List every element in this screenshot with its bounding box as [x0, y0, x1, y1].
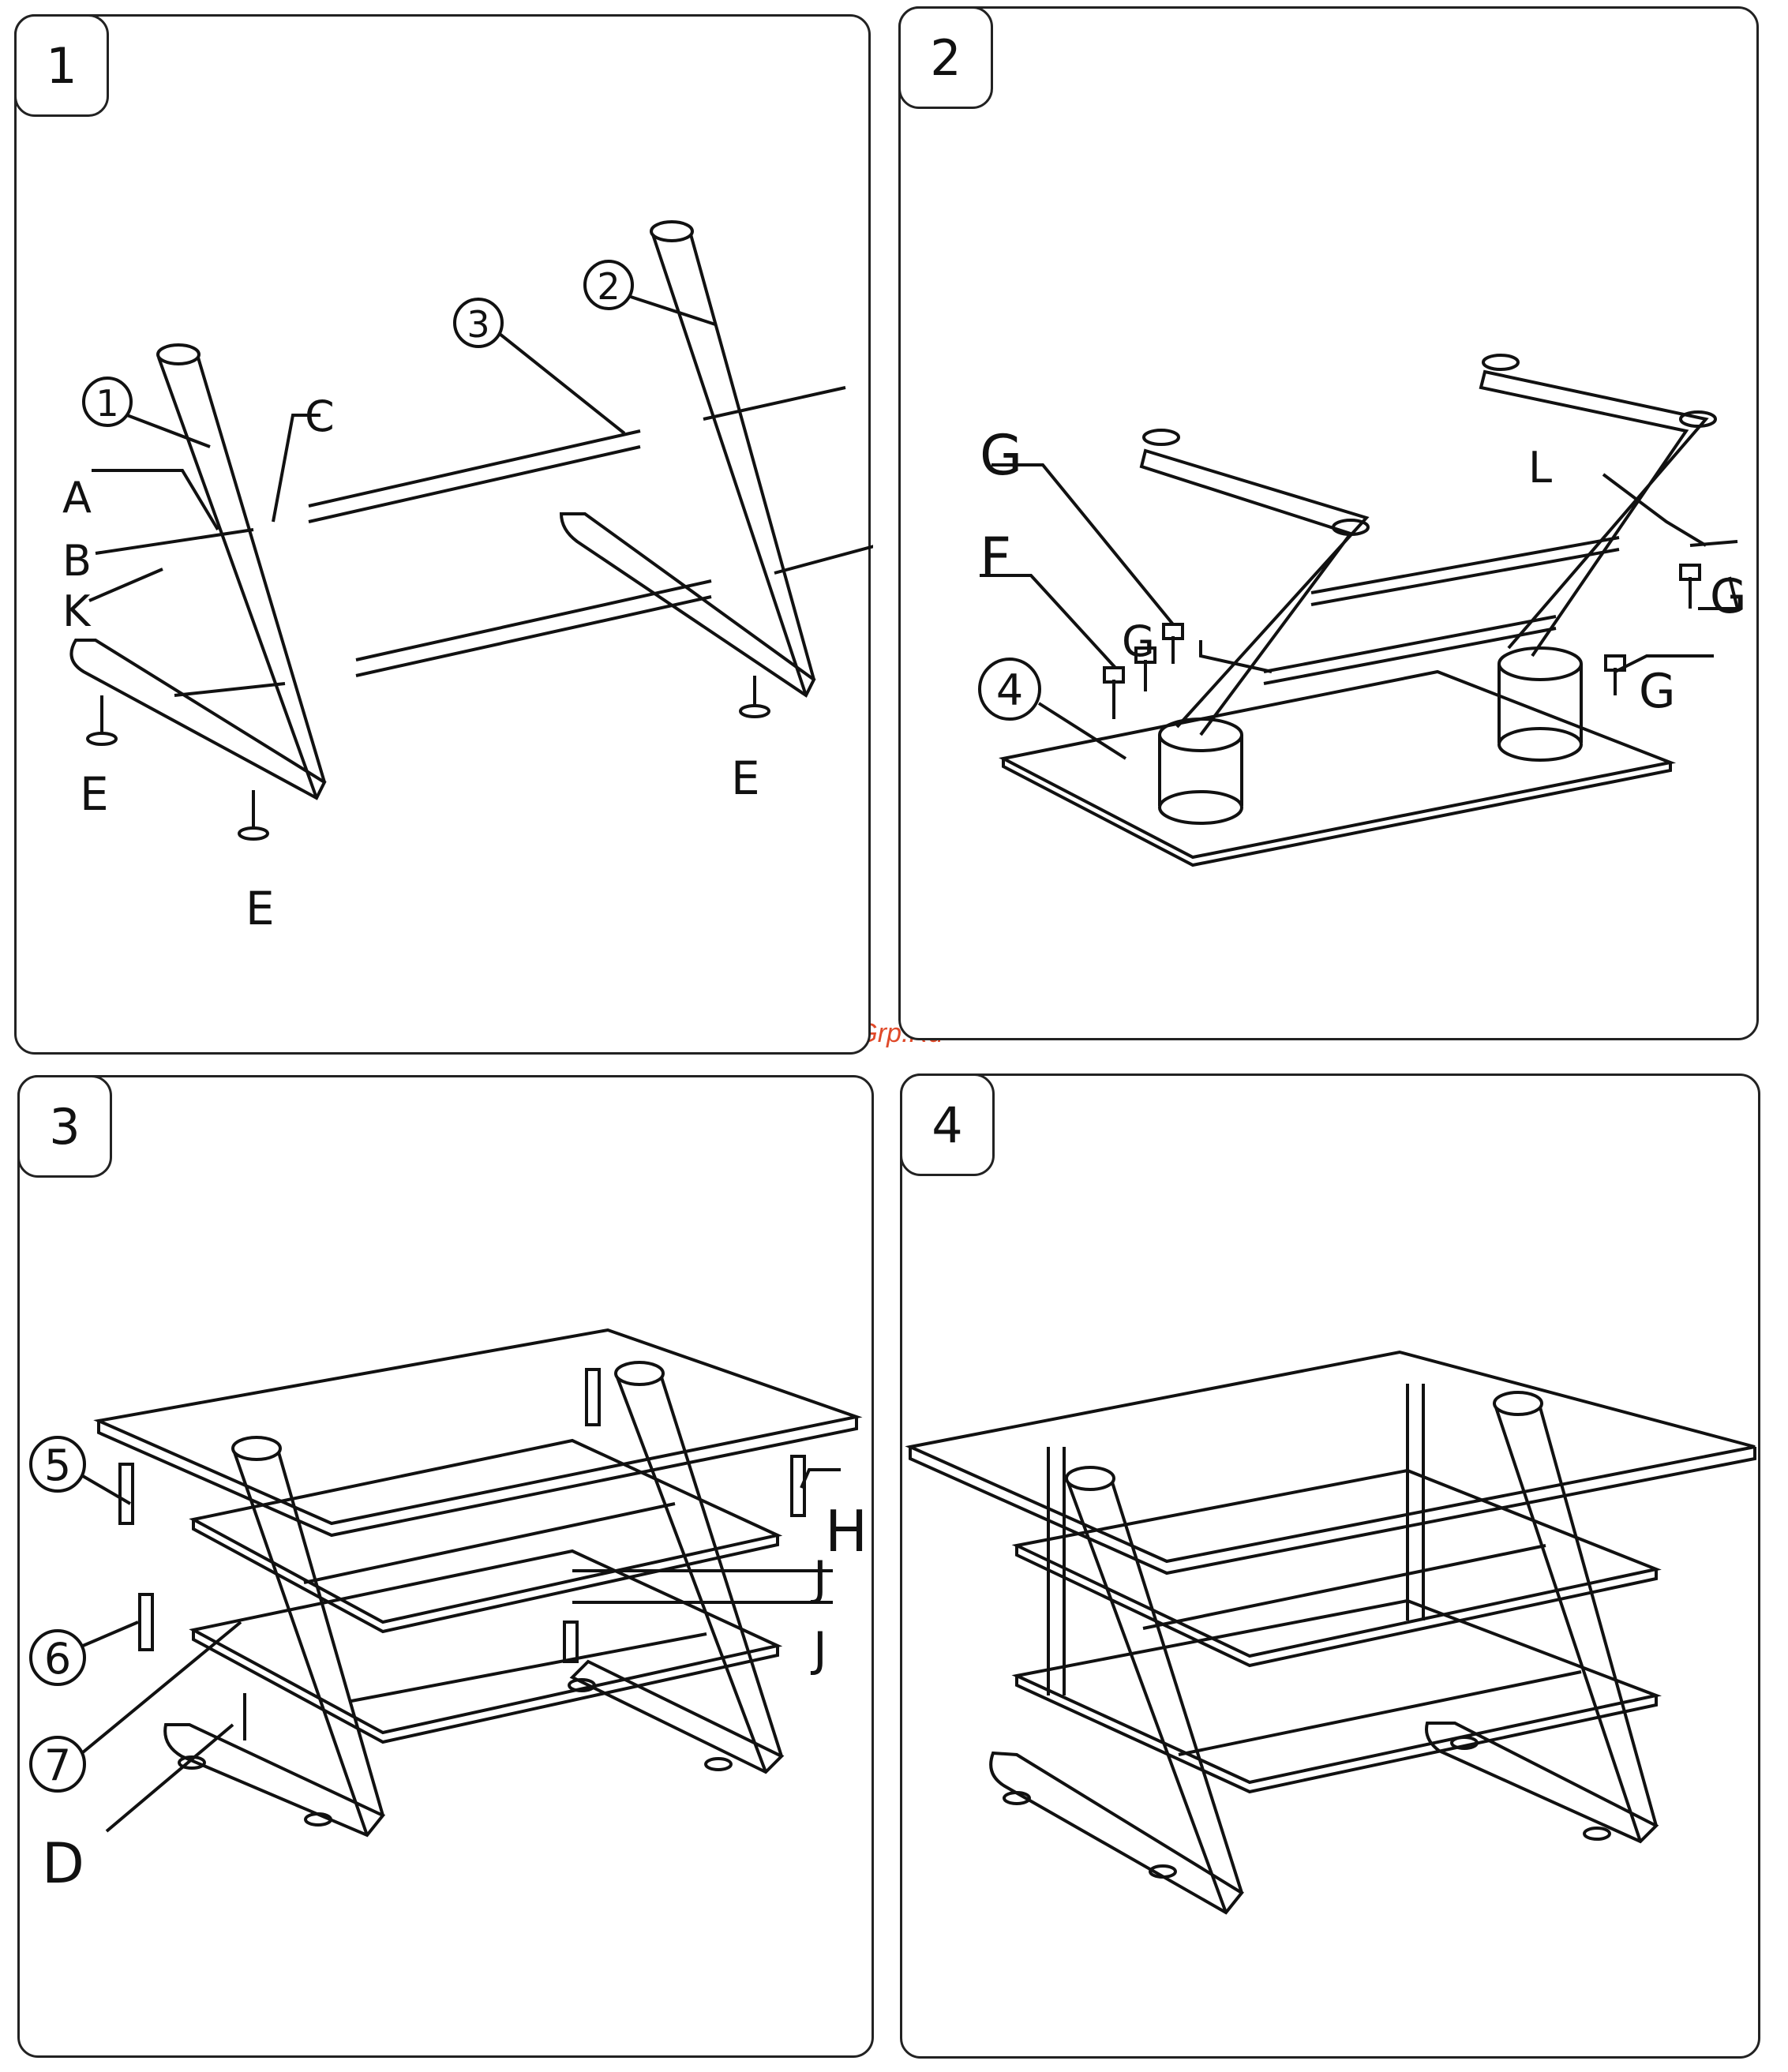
step-3-illustration: 5 6 7 H J J D	[20, 1077, 876, 2060]
step-2-illustration: 4 G F G L G G	[901, 9, 1761, 1043]
step-4-panel: 4	[900, 1073, 1760, 2059]
step-3-panel: 3	[17, 1075, 874, 2058]
callout-part-5: 5	[44, 1441, 71, 1490]
label-b: B	[62, 536, 92, 586]
callout-part-4: 4	[996, 665, 1023, 715]
callout-part-6: 6	[44, 1634, 71, 1684]
label-d: D	[42, 1831, 84, 1896]
label-j-upper: J	[810, 1551, 827, 1606]
step-1-illustration: 1 2 3 A B K C E E E	[17, 17, 873, 1057]
label-h: H	[825, 1498, 868, 1564]
label-g-mid: G	[1122, 616, 1155, 666]
label-l: L	[1528, 443, 1552, 493]
callout-part-2: 2	[597, 265, 620, 308]
label-j-lower: J	[810, 1622, 827, 1677]
label-g-top: G	[980, 423, 1022, 488]
callout-part-1: 1	[96, 382, 118, 425]
label-e-right: E	[731, 751, 760, 805]
label-e-bottom: E	[246, 882, 275, 935]
callout-part-3: 3	[467, 303, 489, 346]
step-1-panel: 1	[14, 14, 871, 1055]
label-c: C	[305, 392, 335, 441]
step-2-panel: 2	[898, 6, 1759, 1040]
callout-part-7: 7	[44, 1740, 71, 1790]
step-4-illustration	[902, 1076, 1763, 2061]
label-g-lower: G	[1639, 664, 1676, 719]
label-k: K	[62, 586, 92, 636]
label-g-right: G	[1710, 569, 1747, 624]
label-f: F	[980, 526, 1011, 590]
label-e-left: E	[80, 767, 109, 821]
label-a: A	[62, 473, 92, 523]
